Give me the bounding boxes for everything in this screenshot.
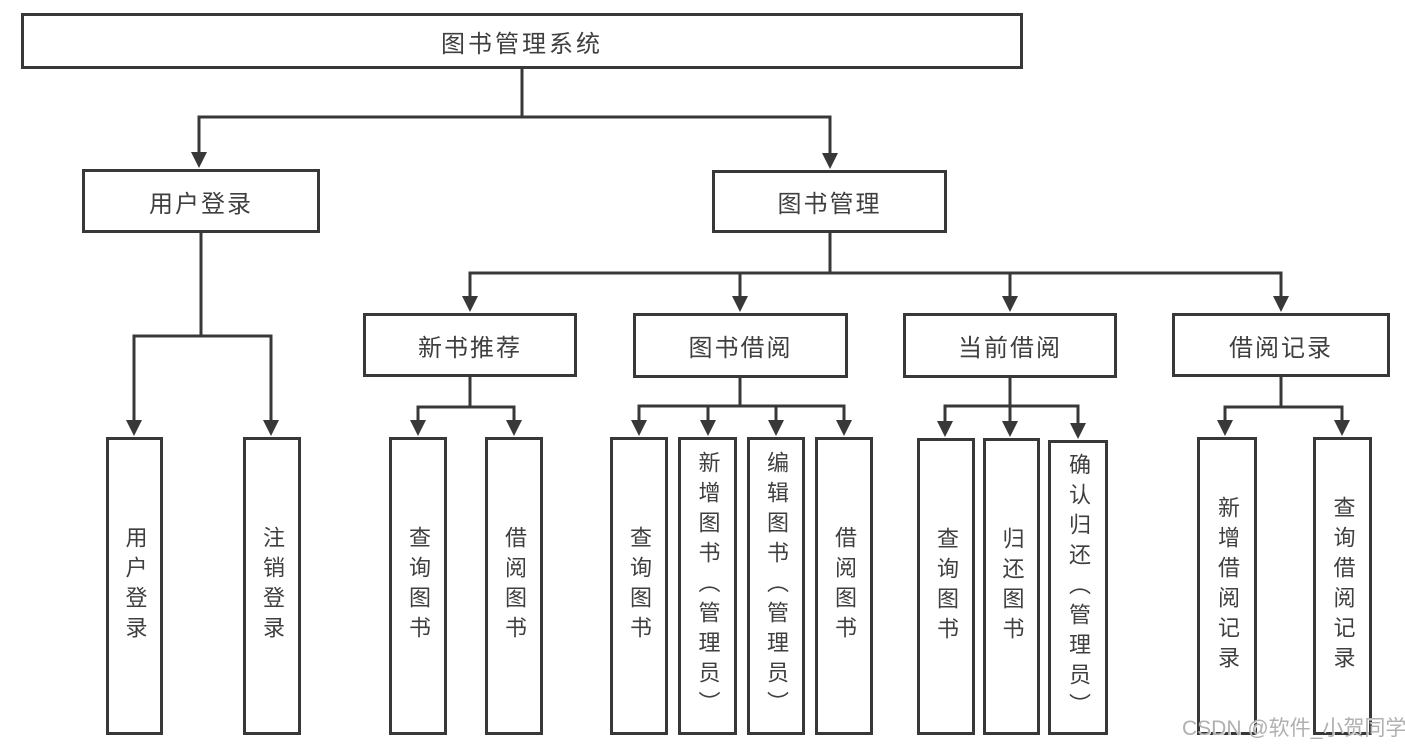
node-book-management-label: 图书管理: [777, 191, 882, 218]
leaf-records-query-record-label: 查询借阅记录: [1330, 496, 1356, 676]
leaf-borrowing-borrow-books-label: 借阅图书: [832, 526, 857, 646]
leaf-user-login-label: 用户登录: [122, 526, 148, 646]
leaf-current-return-books-label: 归还图书: [999, 526, 1025, 647]
leaf-borrowing-edit-books-admin-label: 编辑图书（管理员）: [764, 451, 789, 721]
node-book-borrowing: 图书借阅: [633, 313, 848, 378]
node-root: 图书管理系统: [21, 13, 1023, 69]
leaf-borrowing-borrow-books: 借阅图书: [815, 437, 873, 735]
node-user-login: 用户登录: [82, 169, 320, 233]
leaf-borrowing-add-books-admin-label: 新增图书（管理员）: [695, 451, 721, 721]
leaf-user-login: 用户登录: [106, 437, 163, 735]
leaf-current-confirm-return-admin-label: 确认归还（管理员）: [1066, 452, 1091, 723]
node-user-login-label: 用户登录: [149, 190, 253, 218]
leaf-recommend-query-books: 查询图书: [389, 437, 447, 735]
leaf-recommend-query-books-label: 查询图书: [406, 526, 431, 646]
node-new-book-recommend: 新书推荐: [363, 313, 577, 377]
node-borrowing-records-label: 借阅记录: [1229, 334, 1333, 362]
node-book-borrowing-label: 图书借阅: [688, 335, 793, 362]
leaf-logout-label: 注销登录: [260, 526, 285, 646]
node-current-borrowing-label: 当前借阅: [958, 335, 1062, 362]
leaf-current-confirm-return-admin: 确认归还（管理员）: [1048, 440, 1108, 735]
leaf-borrowing-add-books-admin: 新增图书（管理员）: [678, 437, 737, 735]
node-new-book-recommend-label: 新书推荐: [418, 334, 522, 362]
watermark: CSDN @软件_小贺同学: [1182, 717, 1405, 740]
leaf-records-add-record: 新增借阅记录: [1197, 437, 1257, 735]
leaf-current-query-books: 查询图书: [917, 438, 975, 735]
leaf-logout: 注销登录: [243, 437, 301, 735]
leaf-records-query-record: 查询借阅记录: [1313, 437, 1372, 735]
node-borrowing-records: 借阅记录: [1172, 313, 1390, 377]
leaf-records-add-record-label: 新增借阅记录: [1215, 496, 1240, 676]
leaf-current-query-books-label: 查询图书: [934, 526, 959, 647]
leaf-borrowing-edit-books-admin: 编辑图书（管理员）: [747, 437, 805, 735]
node-current-borrowing: 当前借阅: [903, 313, 1117, 378]
leaf-current-return-books: 归还图书: [983, 438, 1040, 735]
node-root-label: 图书管理系统: [441, 30, 603, 58]
leaf-recommend-borrow-books-label: 借阅图书: [502, 526, 527, 646]
node-book-management: 图书管理: [712, 170, 947, 233]
leaf-borrowing-query-books-label: 查询图书: [627, 526, 652, 646]
leaf-borrowing-query-books: 查询图书: [610, 437, 668, 735]
leaf-recommend-borrow-books: 借阅图书: [485, 437, 543, 735]
